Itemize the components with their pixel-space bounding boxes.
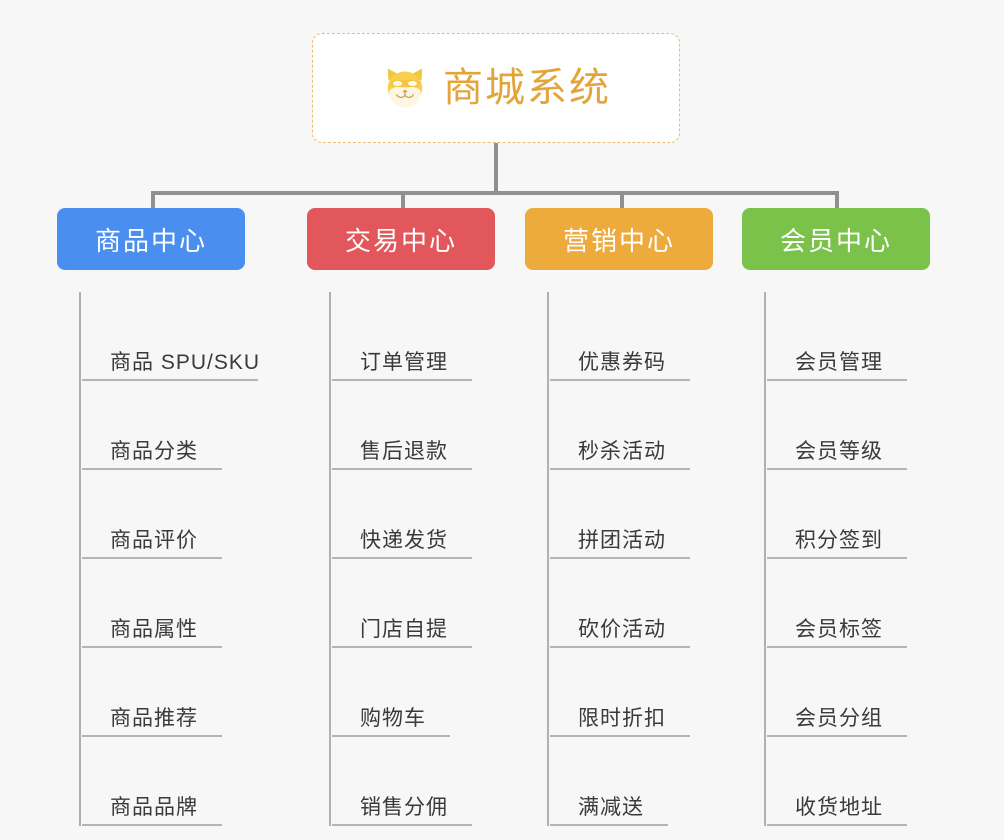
list-item[interactable]: 商品属性 — [82, 559, 245, 648]
list-item[interactable]: 秒杀活动 — [550, 381, 713, 470]
connector-root-stem — [494, 143, 498, 193]
category-column: 会员中心会员管理会员等级积分签到会员标签会员分组收货地址 — [742, 208, 930, 826]
list-item[interactable]: 会员标签 — [767, 559, 930, 648]
list-item-label: 会员分组 — [795, 707, 883, 730]
list-item-underline — [82, 379, 258, 381]
list-item-underline — [82, 468, 222, 470]
list-item[interactable]: 销售分佣 — [332, 737, 495, 826]
root-title: 商城系统 — [443, 66, 611, 110]
list-item[interactable]: 拼团活动 — [550, 470, 713, 559]
list-item-underline — [82, 557, 222, 559]
category-item-list: 订单管理售后退款快递发货门店自提购物车销售分佣 — [329, 292, 495, 826]
list-item-label: 优惠券码 — [578, 351, 666, 374]
list-item-underline — [550, 735, 690, 737]
list-item[interactable]: 优惠券码 — [550, 292, 713, 381]
list-item-label: 订单管理 — [360, 351, 448, 374]
list-item-label: 商品属性 — [110, 618, 198, 641]
list-item-underline — [550, 379, 690, 381]
list-item[interactable]: 满减送 — [550, 737, 713, 826]
list-item-underline — [767, 646, 907, 648]
list-item-label: 积分签到 — [795, 529, 883, 552]
list-item[interactable]: 会员等级 — [767, 381, 930, 470]
category-header-button[interactable]: 营销中心 — [525, 208, 713, 270]
category-item-list: 商品 SPU/SKU 商品分类商品评价商品属性商品推荐商品品牌 — [79, 292, 259, 826]
connector-drop-4 — [835, 191, 839, 219]
list-item-underline — [767, 824, 907, 826]
list-item-label: 拼团活动 — [578, 529, 666, 552]
list-item[interactable]: 门店自提 — [332, 559, 495, 648]
connector-drop-1 — [151, 191, 155, 219]
category-column: 商品中心商品 SPU/SKU 商品分类商品评价商品属性商品推荐商品品牌 — [57, 208, 259, 826]
list-item-label: 满减送 — [578, 796, 644, 819]
list-item[interactable]: 商品评价 — [82, 470, 245, 559]
list-item[interactable]: 砍价活动 — [550, 559, 713, 648]
list-item[interactable]: 积分签到 — [767, 470, 930, 559]
list-item-underline — [332, 379, 472, 381]
category-item-list: 会员管理会员等级积分签到会员标签会员分组收货地址 — [764, 292, 930, 826]
category-column: 交易中心订单管理售后退款快递发货门店自提购物车销售分佣 — [307, 208, 495, 826]
list-item-underline — [332, 646, 472, 648]
list-item[interactable]: 快递发货 — [332, 470, 495, 559]
list-item-label: 秒杀活动 — [578, 440, 666, 463]
list-item-label: 快递发货 — [360, 529, 448, 552]
list-item-label: 会员管理 — [795, 351, 883, 374]
list-item-label: 商品分类 — [110, 440, 198, 463]
list-item-label: 购物车 — [360, 707, 426, 730]
list-item-underline — [82, 824, 222, 826]
list-item[interactable]: 商品分类 — [82, 381, 245, 470]
connector-drop-3 — [620, 191, 624, 219]
list-item[interactable]: 商品 SPU/SKU — [82, 292, 259, 381]
list-item-underline — [332, 824, 472, 826]
list-item-underline — [550, 646, 690, 648]
list-item-underline — [550, 824, 668, 826]
list-item-underline — [82, 735, 222, 737]
list-item[interactable]: 会员管理 — [767, 292, 930, 381]
list-item-underline — [767, 557, 907, 559]
list-item[interactable]: 商品品牌 — [82, 737, 245, 826]
list-item-label: 收货地址 — [795, 796, 883, 819]
list-item-underline — [332, 557, 472, 559]
list-item-label: 销售分佣 — [360, 796, 448, 819]
list-item[interactable]: 购物车 — [332, 648, 495, 737]
list-item[interactable]: 商品推荐 — [82, 648, 245, 737]
list-item[interactable]: 限时折扣 — [550, 648, 713, 737]
list-item[interactable]: 收货地址 — [767, 737, 930, 826]
shiba-dog-face-icon — [381, 64, 429, 112]
list-item-underline — [332, 468, 472, 470]
list-item-underline — [550, 468, 690, 470]
connector-horizontal-bus — [151, 191, 839, 195]
list-item-label: 商品 SPU/SKU — [110, 351, 261, 374]
list-item-label: 会员等级 — [795, 440, 883, 463]
list-item-label: 商品评价 — [110, 529, 198, 552]
list-item-underline — [550, 557, 690, 559]
connector-drop-2 — [401, 191, 405, 219]
list-item[interactable]: 会员分组 — [767, 648, 930, 737]
list-item-underline — [767, 468, 907, 470]
list-item-underline — [767, 379, 907, 381]
list-item[interactable]: 售后退款 — [332, 381, 495, 470]
list-item-label: 售后退款 — [360, 440, 448, 463]
list-item-label: 商品推荐 — [110, 707, 198, 730]
category-column: 营销中心优惠券码秒杀活动拼团活动砍价活动限时折扣满减送 — [525, 208, 713, 826]
category-item-list: 优惠券码秒杀活动拼团活动砍价活动限时折扣满减送 — [547, 292, 713, 826]
list-item-label: 限时折扣 — [578, 707, 666, 730]
list-item-label: 会员标签 — [795, 618, 883, 641]
list-item-label: 砍价活动 — [578, 618, 666, 641]
list-item-underline — [332, 735, 450, 737]
category-header-button[interactable]: 交易中心 — [307, 208, 495, 270]
category-header-button[interactable]: 商品中心 — [57, 208, 245, 270]
list-item[interactable]: 订单管理 — [332, 292, 495, 381]
list-item-label: 商品品牌 — [110, 796, 198, 819]
list-item-underline — [82, 646, 222, 648]
category-header-button[interactable]: 会员中心 — [742, 208, 930, 270]
list-item-underline — [767, 735, 907, 737]
root-node[interactable]: 商城系统 — [312, 33, 680, 143]
list-item-label: 门店自提 — [360, 618, 448, 641]
